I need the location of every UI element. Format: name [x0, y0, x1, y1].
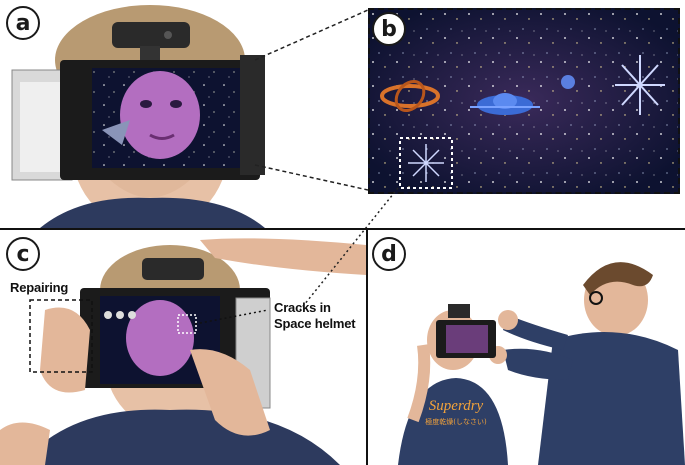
- hoodie-right: [538, 332, 685, 465]
- panel-c-photo: [0, 230, 366, 465]
- panel-d: Superdry 極度乾燥(しなさい): [368, 230, 685, 465]
- annotation-cracks-line2: Space helmet: [274, 316, 356, 331]
- horizontal-divider: [0, 228, 685, 230]
- panel-label-d: d: [372, 237, 406, 271]
- space-scene: [370, 10, 678, 192]
- panel-b: [368, 8, 680, 194]
- panel-label-a: a: [6, 6, 40, 40]
- annotation-cracks-line1: Cracks in: [274, 300, 331, 315]
- shirt-subtext: 極度乾燥(しなさい): [425, 417, 487, 426]
- orange-ship-icon: [380, 80, 440, 112]
- avatar-face: [126, 300, 194, 376]
- hand-top: [498, 310, 518, 330]
- shirt-brand: Superdry: [429, 398, 484, 414]
- glasses-icon: [589, 291, 603, 305]
- connector-lines: [254, 9, 368, 191]
- right-arm: [503, 348, 573, 380]
- depth-sensor-icon: [142, 258, 204, 280]
- depth-sensor-icon: [112, 22, 190, 48]
- panel-a: [0, 0, 368, 228]
- hoodie-shape: [40, 197, 265, 228]
- panel-a-photo: [0, 0, 368, 228]
- panel-d-photo: Superdry 極度乾燥(しなさい): [368, 230, 685, 465]
- small-planet-icon: [561, 75, 575, 89]
- crack-highlight-box: [177, 314, 197, 334]
- panel-c: [0, 230, 366, 465]
- left-hand: [40, 307, 90, 393]
- crack-crystal-icon: [408, 144, 444, 182]
- crystal-enemy-icon: [615, 55, 665, 115]
- avatar-face: [120, 71, 200, 159]
- repair-box: [29, 299, 93, 373]
- phone-screen: [446, 325, 488, 353]
- annotation-repairing: Repairing: [10, 280, 69, 295]
- panel-label-c: c: [6, 237, 40, 271]
- panel-label-b: b: [372, 12, 406, 46]
- selection-box: [399, 137, 453, 189]
- vertical-divider: [366, 229, 368, 465]
- blue-ship-icon: [470, 93, 540, 115]
- hair-shape: [583, 262, 653, 295]
- right-hand: [190, 349, 270, 436]
